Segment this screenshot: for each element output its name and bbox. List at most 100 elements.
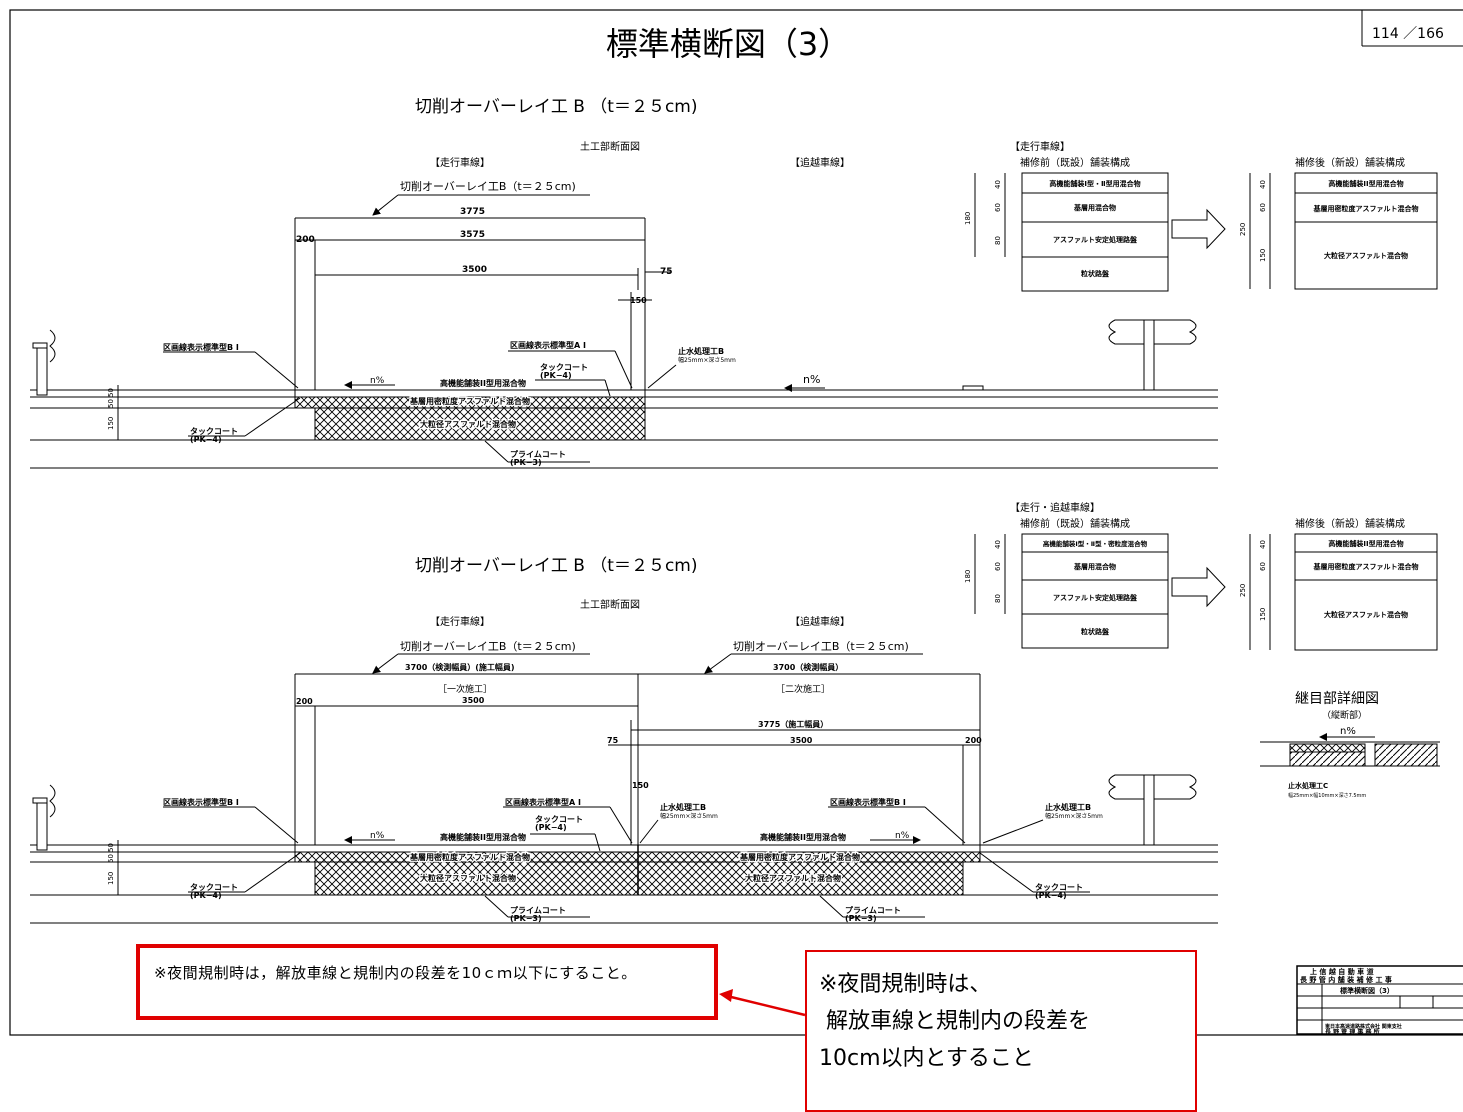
bottom-slope-left: n% [370, 831, 385, 841]
top-pave-after-title: 補修後（新設）舗装構成 [1295, 156, 1405, 169]
bottom-dim-75: 75 [607, 736, 619, 745]
top-dim-3575: 3575 [460, 230, 485, 240]
bottom-layer1-right: 高機能舗装II型用混合物 [760, 832, 846, 842]
bottom-layer2-left: 基層用密粒度アスファルト混合物 [409, 852, 530, 862]
bottom-layer3-left: 大粒径アスファルト混合物 [420, 873, 516, 883]
bottom-dim-200a: 200 [296, 697, 313, 706]
bottom-tack-center: タックコート(PK−4) [535, 814, 583, 832]
comment-callout: ※夜間規制時は、 解放車線と規制内の段差を 10cm以内とすること [805, 950, 1197, 1112]
bottom-dim-3500a: 3500 [462, 696, 485, 705]
top-cross-section: 切削オーバーレイ工 B （t＝２５cm) 土工部断面図 【走行車線】 【追越車線… [30, 97, 1218, 469]
top-slope-left: n% [370, 376, 385, 386]
top-slope-right: n% [803, 373, 820, 386]
bottom-before-layer2: 基層用混合物 [1073, 562, 1116, 571]
bottom-tack-right: タックコート(PK−4) [1035, 882, 1083, 900]
top-before-dim-180: 180 [964, 212, 972, 225]
top-pave-header: 【走行車線】 [1010, 140, 1070, 153]
bottom-dim-left: 3700（検測幅員）(施工幅員) [405, 662, 515, 672]
bottom-section-title: 切削オーバーレイ工 B （t＝２５cm) [415, 556, 698, 576]
bottom-prime-left: プライムコート(PK−3) [510, 905, 566, 923]
bottom-vdim-50a: 50 [107, 843, 115, 852]
top-seal-label: 止水処理工B [678, 346, 724, 356]
top-before-dim-60: 60 [994, 203, 1002, 212]
bottom-pave-after-title: 補修後（新設）舗装構成 [1295, 517, 1405, 530]
bottom-dim-3775: 3775（施工幅員） [758, 719, 828, 729]
top-lane-left: 【走行車線】 [430, 156, 490, 169]
top-overlay-label: 切削オーバーレイ工B（t＝２５cm) [400, 179, 576, 193]
note-highlight-box [136, 944, 718, 1020]
bottom-before-layer1: 高機能舗装Ⅰ型・Ⅱ型・密粒度混合物 [1043, 539, 1148, 548]
joint-slope: n% [1340, 726, 1356, 737]
top-dim-200: 200 [296, 235, 315, 245]
page-title: 標準横断図（3） [606, 25, 850, 63]
callout-text: ※夜間規制時は、 解放車線と規制内の段差を 10cm以内とすること [819, 972, 1090, 1071]
bottom-before-dim-60: 60 [994, 562, 1002, 571]
joint-detail: 継目部詳細図 （縦断部） n% 止水処理工C 幅25mm×幅10mm×深さ7.5… [1260, 691, 1440, 799]
top-marking-left: 区画線表示標準型B I [163, 342, 239, 352]
bottom-phase1: ［一次施工］ [438, 683, 492, 695]
joint-sub: 幅25mm×幅10mm×深さ7.5mm [1288, 792, 1366, 799]
top-section-title: 切削オーバーレイ工 B （t＝２５cm) [415, 97, 698, 117]
callout-arrow [726, 994, 806, 1017]
bottom-section-subtitle: 土工部断面図 [580, 598, 640, 611]
top-after-dim-60: 60 [1259, 203, 1267, 212]
bottom-overlay-left: 切削オーバーレイ工B（t＝２５cm) [400, 639, 576, 653]
top-dim-150: 150 [630, 296, 647, 305]
title-block-line2: 長 野 管 内 舗 装 補 修 工 事 [1300, 975, 1392, 984]
top-tack-left: タックコート(PK−4) [190, 426, 238, 444]
top-after-dim-150: 150 [1259, 249, 1267, 262]
title-block-line1: 上 信 越 自 動 車 道 [1310, 967, 1374, 976]
joint-subtitle: （縦断部） [1322, 709, 1367, 721]
bottom-before-dim-180: 180 [964, 570, 972, 583]
joint-title: 継目部詳細図 [1295, 691, 1379, 707]
bottom-pave-before-title: 補修前（既設）舗装構成 [1020, 517, 1130, 530]
top-vdim-50a: 50 [107, 388, 115, 397]
bottom-layer3-right: 大粒径アスファルト混合物 [745, 873, 841, 883]
top-before-layer4: 粒状路盤 [1081, 269, 1110, 278]
bottom-marking-left: 区画線表示標準型B I [163, 797, 239, 807]
bottom-layer1-left: 高機能舗装II型用混合物 [440, 832, 526, 842]
title-block: 上 信 越 自 動 車 道 長 野 管 内 舗 装 補 修 工 事 標準横断図（… [1296, 965, 1463, 1036]
bottom-seal-center-sub: 幅25mm×深さ5mm [660, 812, 718, 820]
top-section-subtitle: 土工部断面図 [580, 140, 640, 153]
page-number: 114 ／166 [1372, 26, 1444, 42]
top-pave-before-title: 補修前（既設）舗装構成 [1020, 156, 1130, 169]
top-after-layer1: 高機能舗装II型用混合物 [1328, 179, 1403, 188]
bottom-before-dim-40: 40 [994, 540, 1002, 549]
top-before-layer1: 高機能舗装Ⅰ型・Ⅱ型用混合物 [1049, 179, 1140, 188]
top-vdim-150: 150 [107, 417, 115, 430]
bottom-dim-right: 3700（検測幅員） [773, 662, 843, 672]
bottom-before-dim-80: 80 [994, 594, 1002, 603]
top-before-dim-80: 80 [994, 236, 1002, 245]
bottom-vdim-150: 150 [107, 872, 115, 885]
bottom-dim-200b: 200 [965, 736, 982, 745]
top-before-layer3: アスファルト安定処理路盤 [1053, 235, 1138, 244]
callout-arrowhead [719, 989, 733, 1002]
bottom-pavement-structure: 【走行・追越車線】 補修前（既設）舗装構成 高機能舗装Ⅰ型・Ⅱ型・密粒度混合物 … [964, 501, 1438, 651]
top-marking-center: 区画線表示標準型A I [510, 340, 586, 350]
bottom-seal-center: 止水処理工B [660, 802, 706, 812]
bottom-after-dim-150: 150 [1259, 608, 1267, 621]
bottom-before-layer3: アスファルト安定処理路盤 [1053, 593, 1138, 602]
top-dim-3500: 3500 [462, 265, 487, 275]
bottom-before-layer4: 粒状路盤 [1081, 627, 1110, 636]
bottom-dim-3500b: 3500 [790, 736, 813, 745]
top-vdim-50b: 50 [107, 399, 115, 408]
night-regulation-note: ※夜間規制時は，解放車線と規制内の段差を10ｃｍ以下にすること。 [154, 964, 637, 982]
title-block-drawing-name: 標準横断図（3） [1340, 986, 1394, 995]
top-layer1-label: 高機能舗装II型用混合物 [440, 378, 526, 388]
bottom-prime-right: プライムコート(PK−3) [845, 905, 901, 923]
top-layer3-label: 大粒径アスファルト混合物 [420, 419, 516, 429]
bottom-cross-section: 切削オーバーレイ工 B （t＝２５cm) 土工部断面図 【走行車線】 【追越車線… [30, 556, 1218, 924]
bottom-after-dim-60: 60 [1259, 562, 1267, 571]
top-after-dim-40: 40 [1259, 180, 1267, 189]
title-block-company: 東日本高速道路株式会社 関東支社 [1325, 1023, 1402, 1030]
bottom-seal-right-sub: 幅25mm×深さ5mm [1045, 812, 1103, 820]
bottom-after-dim-250: 250 [1239, 584, 1247, 597]
bottom-overlay-right: 切削オーバーレイ工B（t＝２５cm) [733, 639, 909, 653]
top-layer2-label: 基層用密粒度アスファルト混合物 [409, 396, 530, 406]
bottom-layer2-right: 基層用密粒度アスファルト混合物 [739, 852, 860, 862]
bottom-phase2: ［二次施工］ [776, 683, 830, 695]
bottom-after-layer1: 高機能舗装II型用混合物 [1328, 539, 1403, 548]
